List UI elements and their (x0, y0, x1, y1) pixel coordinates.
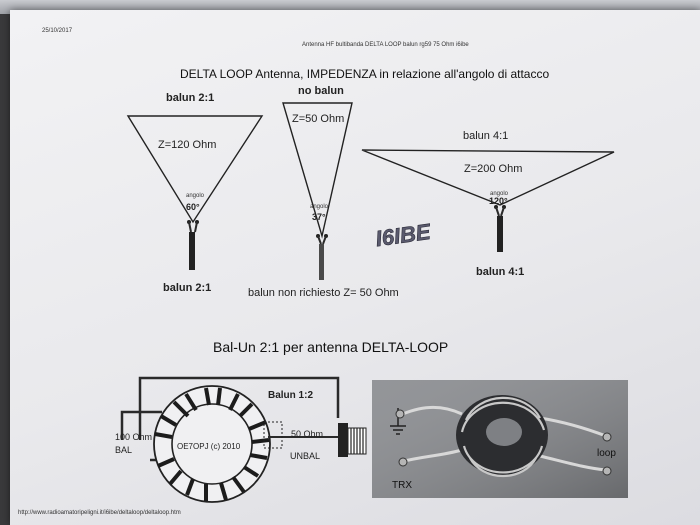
antenna-2-feed-wires (317, 235, 327, 245)
schematic-unbal-impedance: 50 Ohm (291, 429, 323, 439)
antenna-2-triangle (282, 102, 353, 239)
antenna-1-bottom-label: balun 2:1 (163, 282, 211, 294)
i6ibe-watermark: I6IBE (374, 219, 433, 252)
antenna-no-balun: no balun Z=50 Ohm angolo 37° balun non r… (248, 85, 399, 299)
antenna-1-angle-value: 60° (186, 202, 200, 212)
antenna-3-feedline (497, 216, 503, 252)
balun-schematic: OE7OPJ (c) 2010 Balun 1:2 100 Ohm BAL 50… (115, 376, 367, 503)
antenna-3-triangle (361, 149, 615, 206)
photo-terminal-trx-top (395, 409, 405, 419)
toroid-windings (154, 387, 270, 501)
page-title: DELTA LOOP Antenna, IMPEDENZA in relazio… (180, 67, 549, 81)
photo-terminal-loop-top (602, 432, 612, 442)
photo-wire-top-right (539, 416, 607, 438)
antenna-3-feed-wires (495, 206, 505, 217)
antenna-1-triangle (126, 115, 264, 224)
photo-terminal-trx-bottom (398, 457, 408, 467)
section-title: Bal-Un 2:1 per antenna DELTA-LOOP (213, 339, 448, 355)
schematic-bal-impedance: 100 Ohm (115, 432, 152, 442)
coax-connector-body (338, 423, 348, 457)
antenna-2-impedance: Z=50 Ohm (292, 113, 344, 125)
photo-toroid-inner (486, 418, 522, 446)
footer-url: http://www.radioamatoripeligni.it/i6ibe/… (18, 510, 181, 516)
toroid-core-inner (171, 403, 253, 485)
antenna-2-feedline (319, 244, 324, 280)
header-caption: Antenna HF bultibanda DELTA LOOP balun r… (302, 42, 469, 48)
antenna-balun-2-1: balun 2:1 Z=120 Ohm angolo 60° balun 2:1 (126, 92, 264, 294)
photo-trx-label: TRX (392, 480, 412, 491)
antenna-1-impedance: Z=120 Ohm (158, 139, 216, 151)
schematic-copyright: OE7OPJ (c) 2010 (177, 442, 241, 451)
schematic-balun-label: Balun 1:2 (268, 390, 313, 401)
antenna-1-feed-wires (188, 221, 198, 233)
antenna-3-angle-word: angolo (490, 191, 509, 197)
coax-connector-ridges (350, 428, 364, 454)
schematic-unbal-label: UNBAL (290, 451, 320, 461)
antenna-1-top-label: balun 2:1 (166, 92, 214, 104)
antenna-2-angle-value: 37° (312, 212, 326, 222)
antenna-2-angle-word: angolo (310, 204, 329, 210)
balun-photo: TRX loop (372, 380, 628, 498)
antenna-balun-4-1: balun 4:1 Z=200 Ohm angolo 120° balun 4:… (361, 130, 615, 278)
schematic-bal-label: BAL (115, 445, 132, 455)
antenna-3-top-label: balun 4:1 (463, 130, 508, 142)
schematic-top-wire (138, 376, 340, 440)
schematic-bal-wire (120, 410, 162, 440)
antenna-1-angle-word: angolo (186, 193, 205, 199)
photo-toroid-windings (460, 396, 546, 478)
photo-terminal-loop-bottom (602, 466, 612, 476)
antenna-1-feedline (189, 232, 195, 270)
photo-wire-bottom-right (539, 454, 607, 472)
header-date: 25/10/2017 (42, 28, 73, 34)
antenna-2-bottom-label: balun non richiesto Z= 50 Ohm (248, 287, 399, 299)
antenna-3-angle-value: 120° (489, 196, 508, 206)
schematic-junction-box (263, 421, 283, 449)
antenna-3-impedance: Z=200 Ohm (464, 163, 522, 175)
antenna-2-top-label: no balun (298, 85, 344, 97)
photo-loop-label: loop (597, 448, 616, 459)
antenna-3-bottom-label: balun 4:1 (476, 266, 524, 278)
